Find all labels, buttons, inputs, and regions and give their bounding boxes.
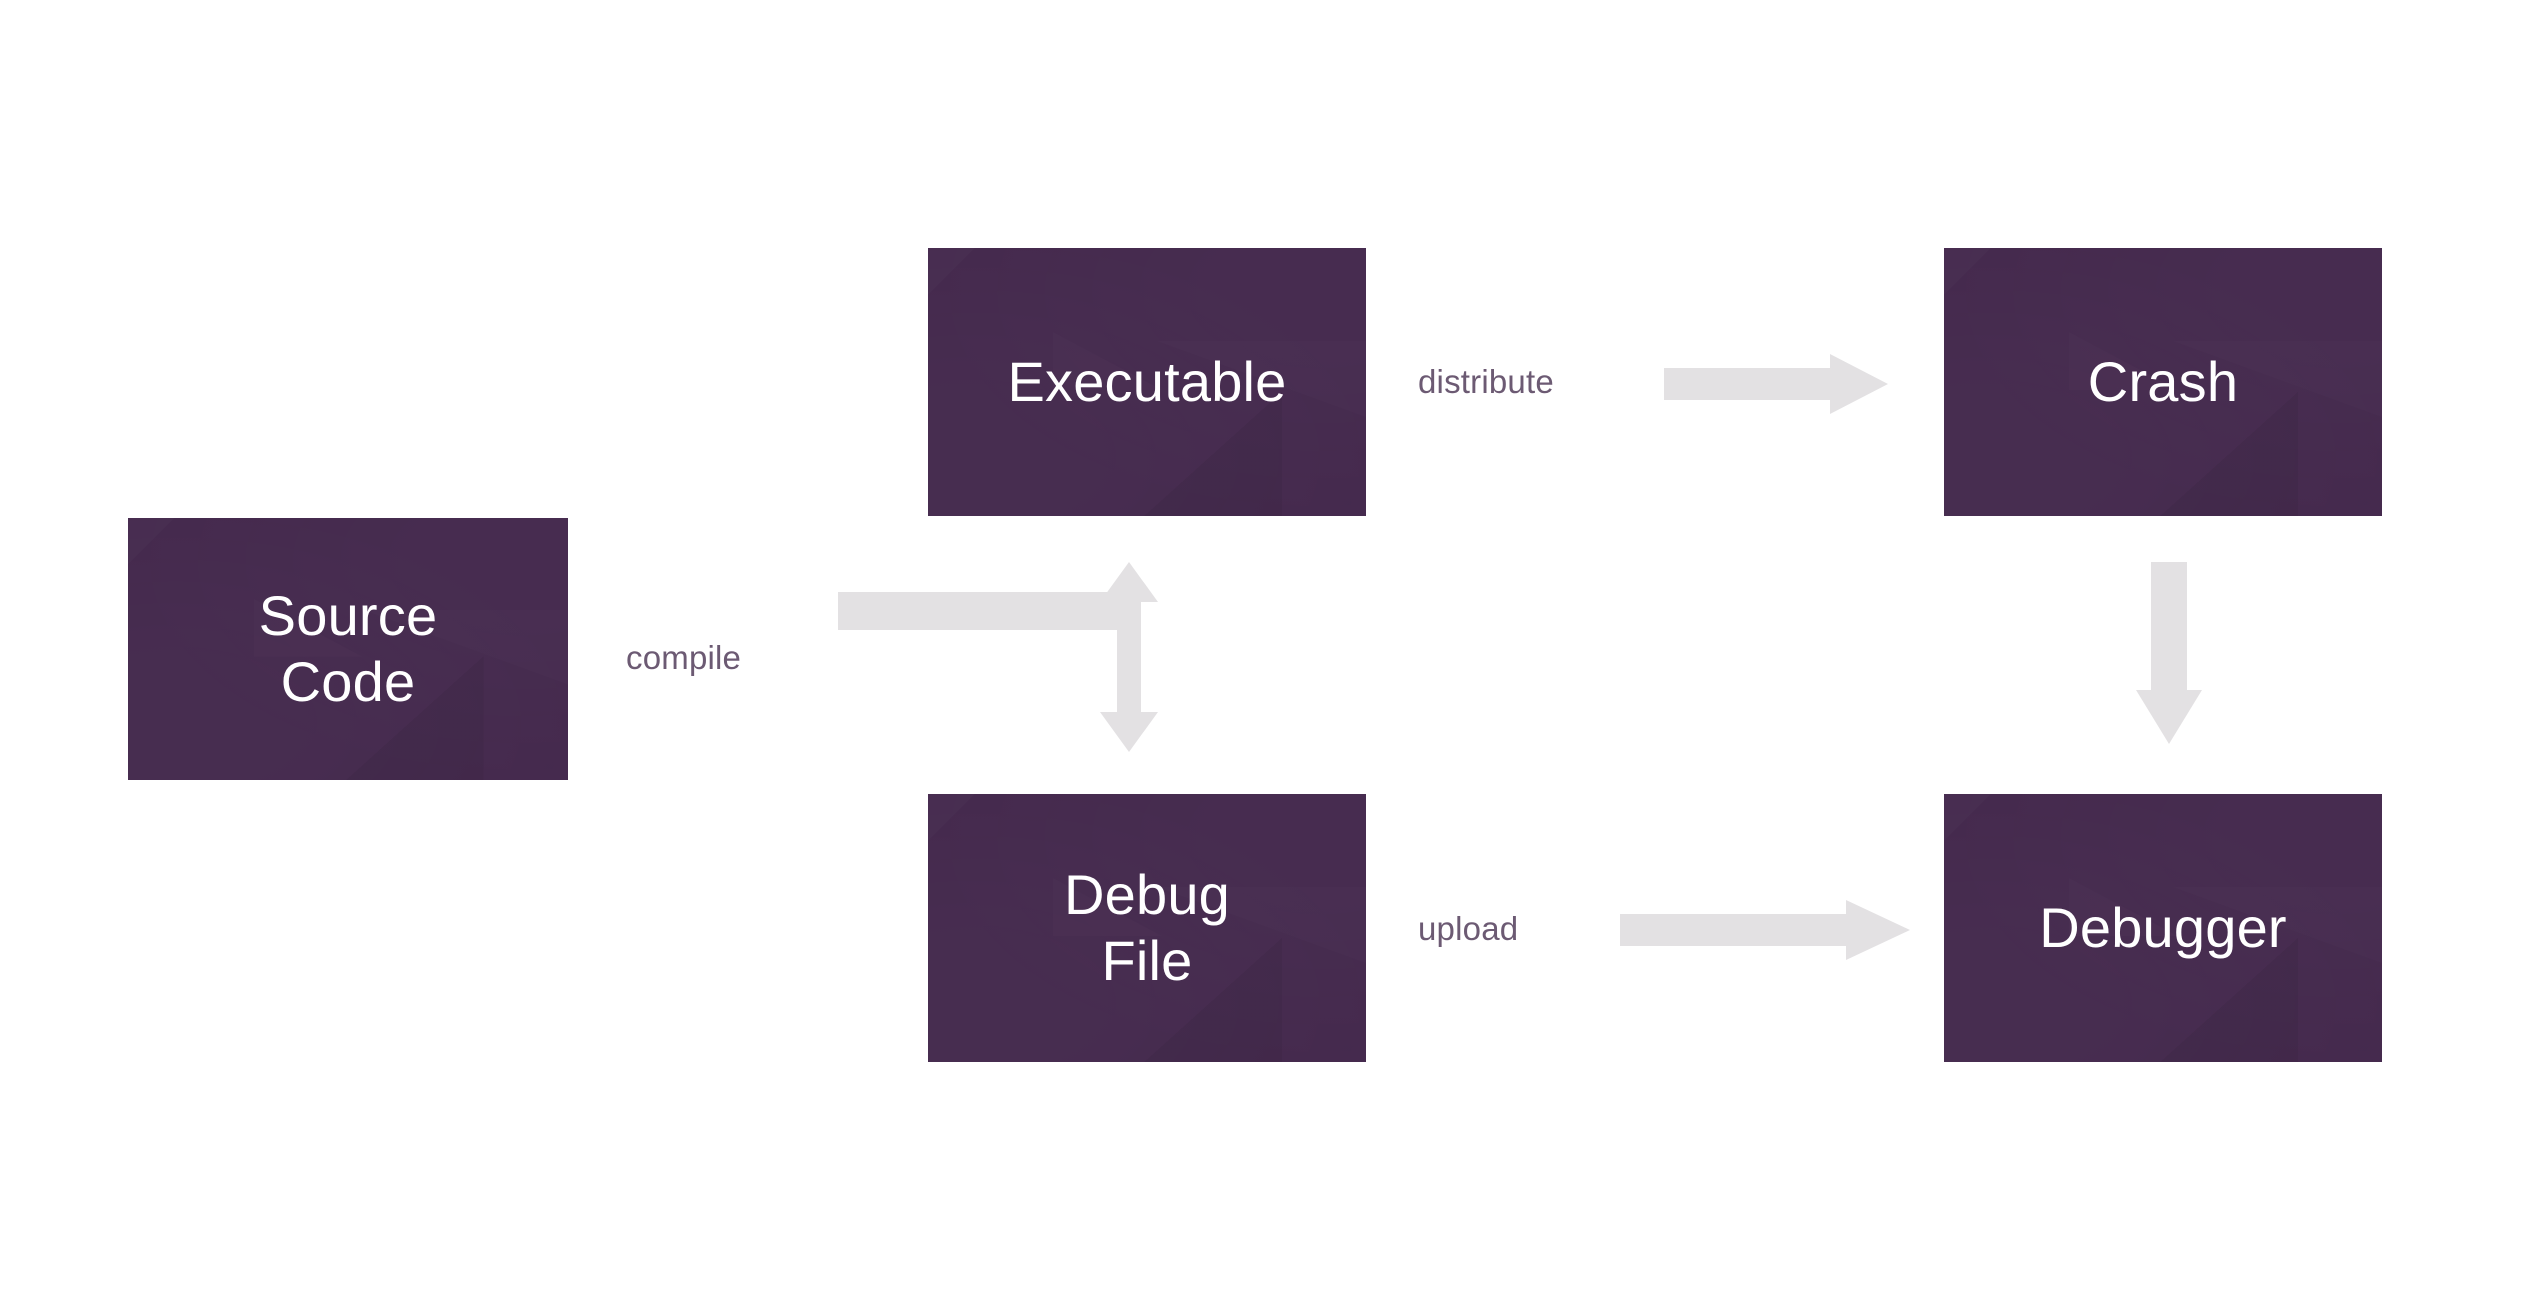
node-debug-file-label: Debug File (1063, 862, 1231, 992)
arrow-upload-icon (1620, 900, 1910, 960)
arrow-crash-to-debugger-icon (2136, 562, 2202, 744)
arrow-compile-icon (838, 592, 1120, 630)
node-crash[interactable]: Crash (1944, 248, 2382, 516)
arrow-distribute-icon (1664, 354, 1888, 414)
node-executable-label: Executable (1007, 349, 1287, 413)
node-crash-label: Crash (2087, 349, 2239, 413)
edge-label-upload: upload (1418, 910, 1519, 947)
node-source-code[interactable]: Source Code (128, 518, 568, 780)
arrow-double-vertical-icon (1100, 562, 1158, 752)
edge-label-compile: compile (626, 639, 742, 676)
node-debugger[interactable]: Debugger (1944, 794, 2382, 1062)
node-source-code-label: Source Code (258, 583, 438, 713)
node-debug-file[interactable]: Debug File (928, 794, 1366, 1062)
node-debugger-label: Debugger (2039, 895, 2287, 959)
edge-label-distribute: distribute (1418, 363, 1554, 400)
node-executable[interactable]: Executable (928, 248, 1366, 516)
